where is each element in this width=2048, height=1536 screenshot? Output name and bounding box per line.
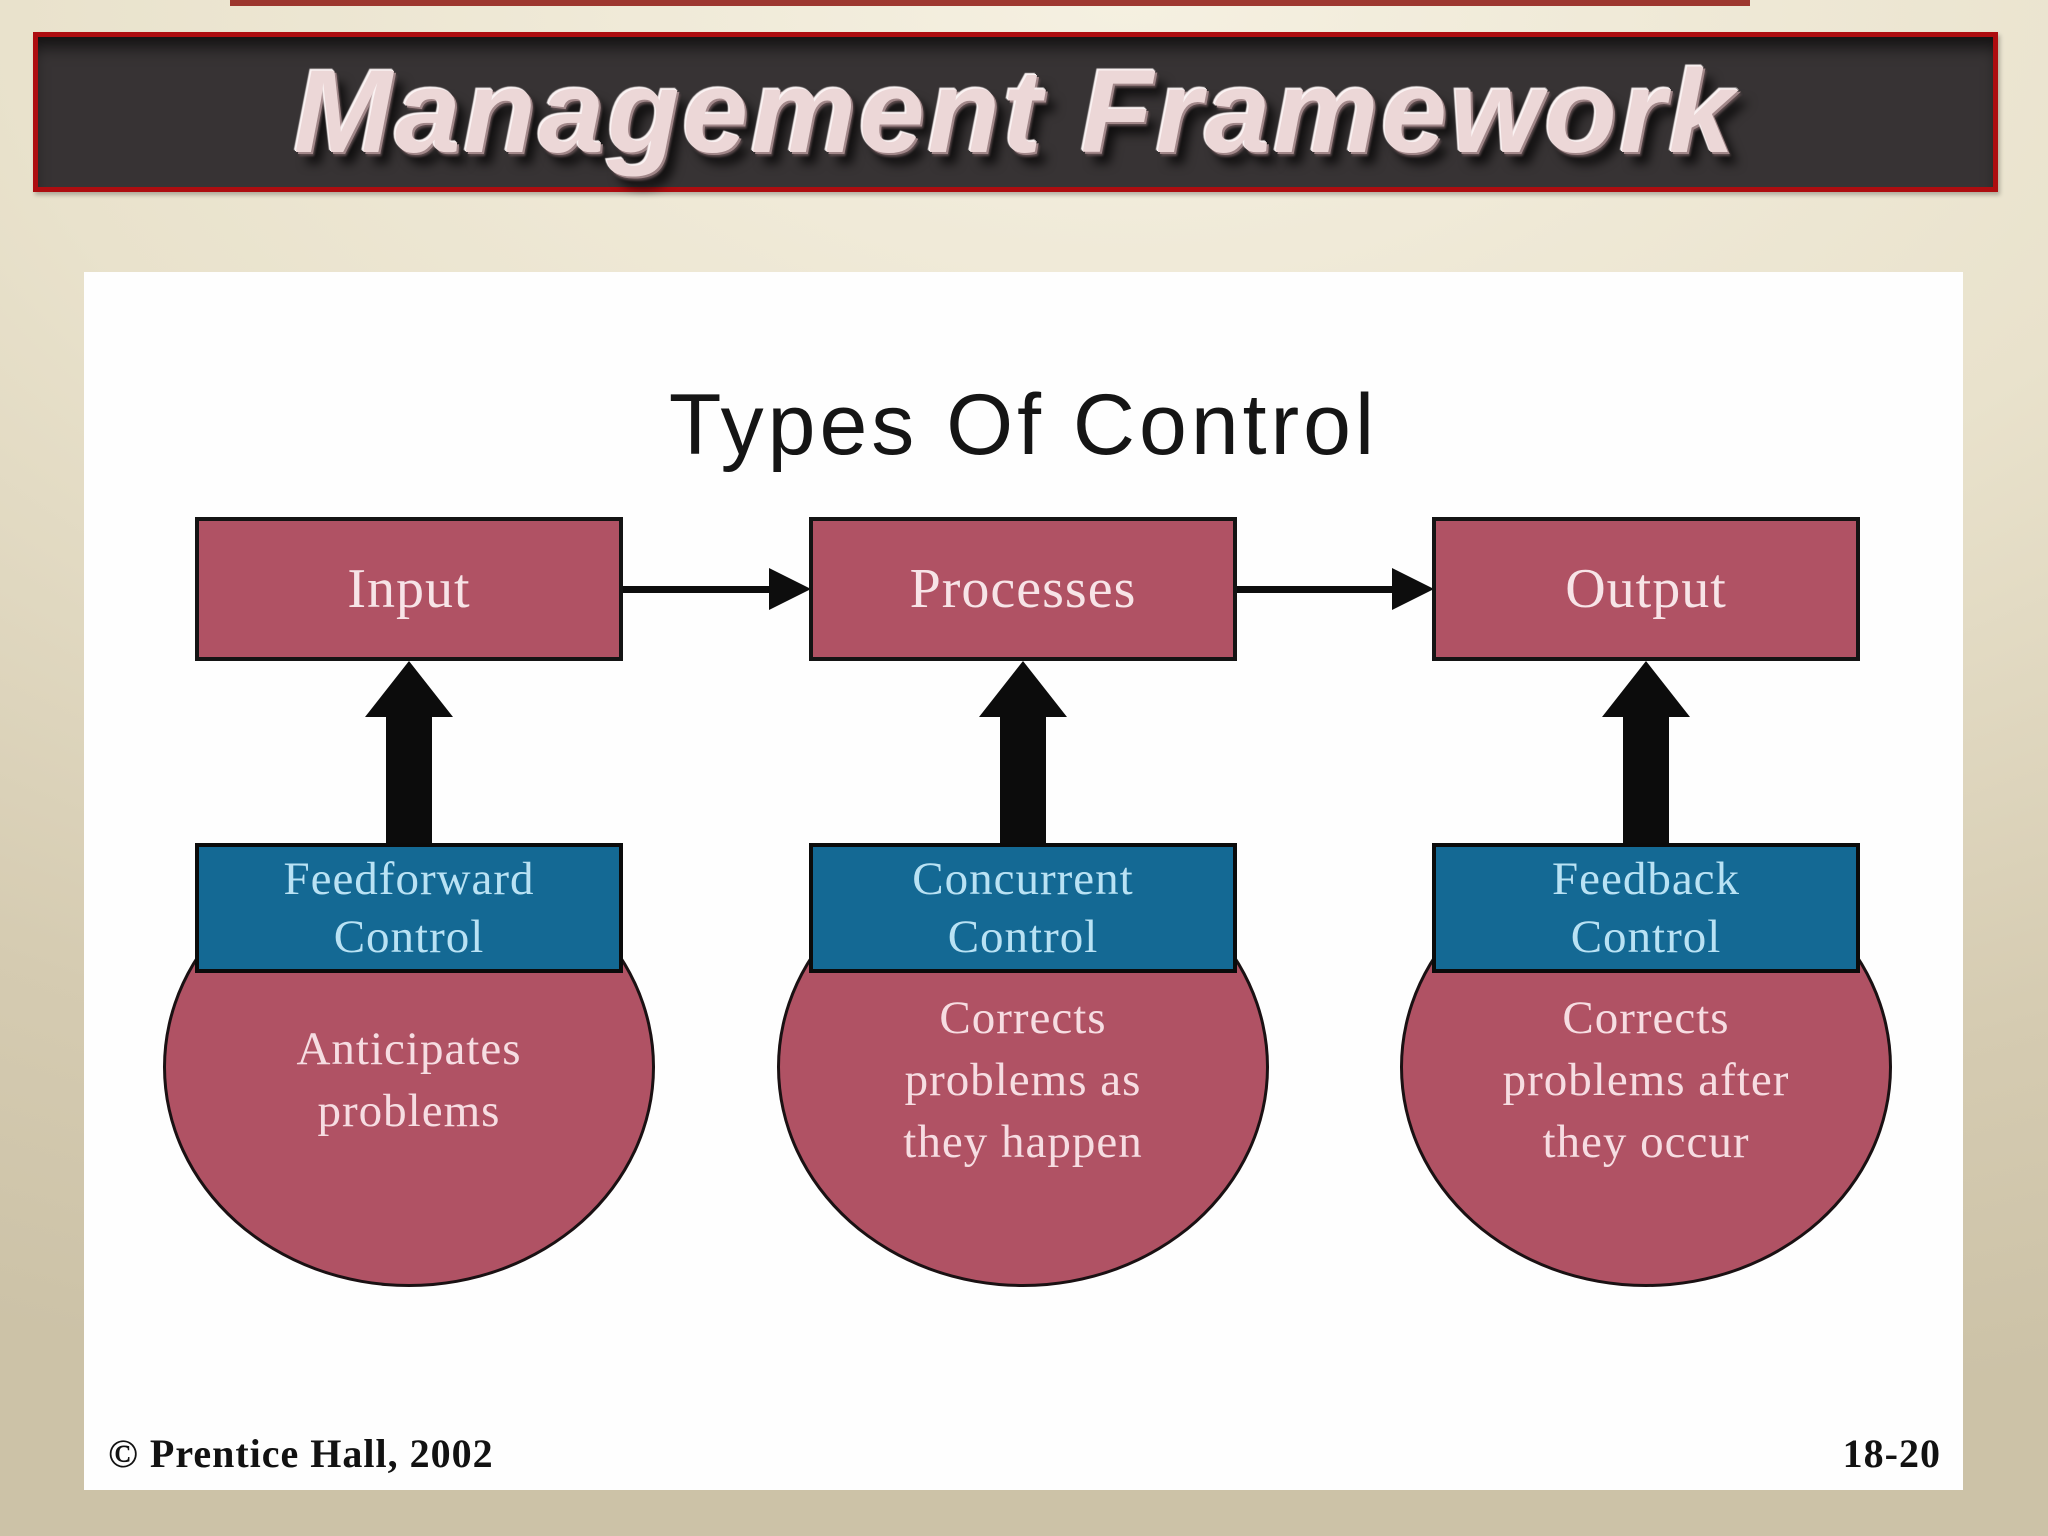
stage-label: Output — [1565, 558, 1727, 620]
control-box-concurrent: Concurrent Control — [809, 843, 1237, 973]
control-box-feedforward: Feedforward Control — [195, 843, 623, 973]
arrow-line — [621, 585, 769, 593]
arrow-line — [1235, 585, 1392, 593]
stage-box-processes: Processes — [809, 517, 1237, 661]
copyright-text: © Prentice Hall, 2002 — [108, 1431, 494, 1476]
slide-header-banner: Management Framework — [33, 32, 1998, 192]
bubble-text-line: problems after — [1502, 1054, 1790, 1106]
arrow-right-head-icon — [1392, 568, 1434, 610]
stage-box-input: Input — [195, 517, 623, 661]
control-box-feedback: Feedback Control — [1432, 843, 1860, 973]
control-label-line: Control — [1570, 911, 1722, 963]
arrow-shaft — [1623, 717, 1669, 843]
arrow-shaft — [1000, 717, 1046, 843]
arrow-up-head-icon — [979, 661, 1067, 717]
flow-arrow-input-to-processes — [621, 568, 811, 610]
control-label-line: Control — [333, 911, 485, 963]
up-arrow-feedback — [1602, 661, 1690, 843]
stage-label: Processes — [909, 558, 1137, 620]
arrow-right-head-icon — [769, 568, 811, 610]
bubble-text-line: problems as — [904, 1054, 1142, 1106]
up-arrow-feedforward — [365, 661, 453, 843]
bubble-text-line: problems — [317, 1085, 501, 1137]
bubble-text-line: they occur — [1542, 1116, 1750, 1168]
stage-label: Input — [347, 558, 471, 620]
presentation-title: Management Framework — [293, 46, 1738, 178]
control-label-line: Concurrent — [912, 853, 1134, 905]
slide-page-number: 18-20 — [1842, 1431, 1941, 1476]
frame-edge-artifact — [230, 0, 1750, 6]
up-arrow-concurrent — [979, 661, 1067, 843]
control-label-line: Feedback — [1551, 853, 1741, 905]
slide-content-panel: Types Of Control Input Processes Output … — [84, 272, 1963, 1490]
flow-arrow-processes-to-output — [1235, 568, 1434, 610]
arrow-shaft — [386, 717, 432, 843]
arrow-up-head-icon — [1602, 661, 1690, 717]
bubble-text-line: they happen — [903, 1116, 1143, 1168]
bubble-text-line: Corrects — [1562, 992, 1730, 1044]
arrow-up-head-icon — [365, 661, 453, 717]
control-label-line: Control — [947, 911, 1099, 963]
control-label-line: Feedforward — [283, 853, 535, 905]
slide-title: Types Of Control — [668, 377, 1379, 473]
bubble-text-line: Anticipates — [296, 1023, 522, 1075]
bubble-text-line: Corrects — [939, 992, 1107, 1044]
stage-box-output: Output — [1432, 517, 1860, 661]
